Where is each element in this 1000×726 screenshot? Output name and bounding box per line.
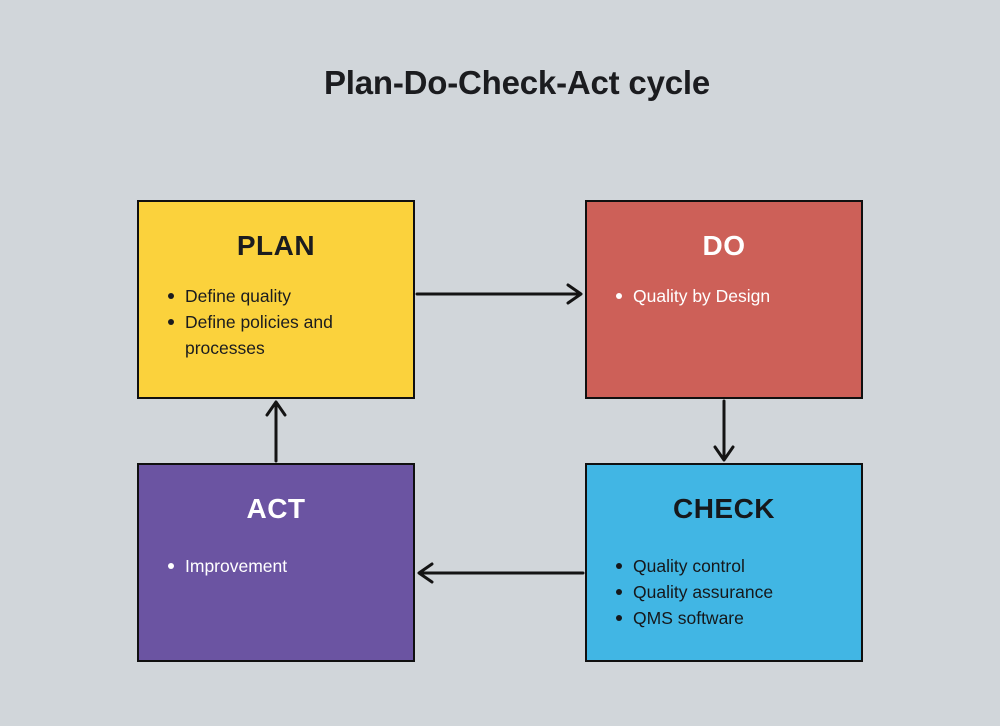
act-box-title: ACT	[246, 493, 306, 524]
check-box-title: CHECK	[672, 493, 776, 524]
bullet-item: QMS software	[587, 605, 861, 631]
plan-box-title: PLAN	[236, 230, 316, 261]
bullet-item: Quality assurance	[587, 579, 861, 605]
do-box-title: DO	[702, 230, 746, 261]
arrow-plan-to-do-icon	[415, 283, 583, 305]
bullet-item: Quality by Design	[587, 283, 861, 309]
act-box-list: Improvement	[139, 553, 413, 579]
bullet-item: Define policies and processes	[139, 309, 413, 361]
bullet-item: Improvement	[139, 553, 413, 579]
do-box-list: Quality by Design	[587, 283, 861, 309]
bullet-item: Quality control	[587, 553, 861, 579]
arrow-act-to-plan-icon	[265, 400, 287, 463]
bullet-item: Define quality	[139, 283, 413, 309]
arrow-check-to-act-icon	[417, 562, 585, 584]
diagram-title: Plan-Do-Check-Act cycle	[323, 64, 711, 101]
do-box: DO Quality by Design	[585, 200, 863, 399]
arrow-do-to-check-icon	[713, 399, 735, 462]
act-box: ACT Improvement	[137, 463, 415, 662]
